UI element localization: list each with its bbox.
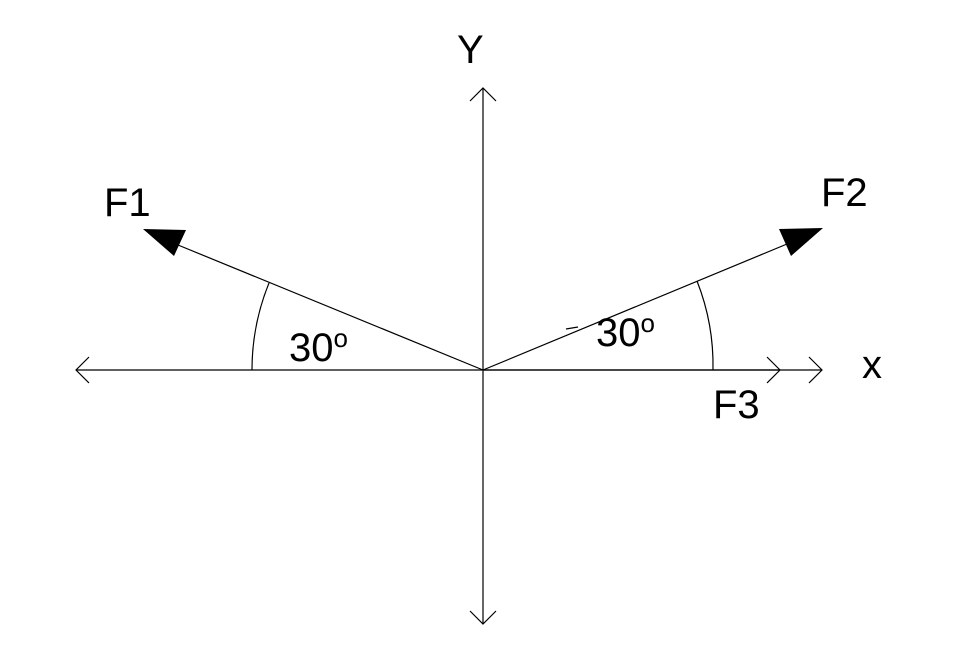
angle-f1-number: 30 — [289, 326, 334, 370]
y-axis-label: Y — [457, 28, 484, 72]
angle-f1-degree: o — [334, 323, 348, 353]
force-f1-vector — [143, 229, 484, 371]
angle-arc-f1 — [251, 282, 270, 371]
angle-f1-value: 30o — [289, 323, 348, 370]
force-f3-vector — [483, 356, 781, 384]
f2-arrowhead — [779, 228, 823, 256]
y-axis-bottom-arrow — [469, 610, 497, 625]
f3-arrowhead — [766, 356, 781, 384]
angle-f2-number: 30 — [596, 311, 641, 355]
y-axis-top-arrow — [469, 87, 497, 102]
angle-f2-value: 30o — [596, 308, 655, 355]
force-f1-label: F1 — [104, 181, 151, 225]
x-axis-left-arrow — [75, 356, 90, 384]
angle-f2-degree: o — [641, 308, 655, 338]
force-f3-label: F3 — [713, 383, 760, 427]
angle-f2-tick — [565, 326, 579, 330]
x-axis-label: x — [862, 343, 882, 387]
x-axis-right-arrow — [808, 356, 823, 384]
f1-arrowhead — [143, 229, 186, 256]
force-f2-label: F2 — [821, 171, 868, 215]
y-axis — [469, 87, 497, 625]
angle-arc-f2 — [696, 280, 714, 371]
force-f2-vector — [482, 228, 823, 371]
